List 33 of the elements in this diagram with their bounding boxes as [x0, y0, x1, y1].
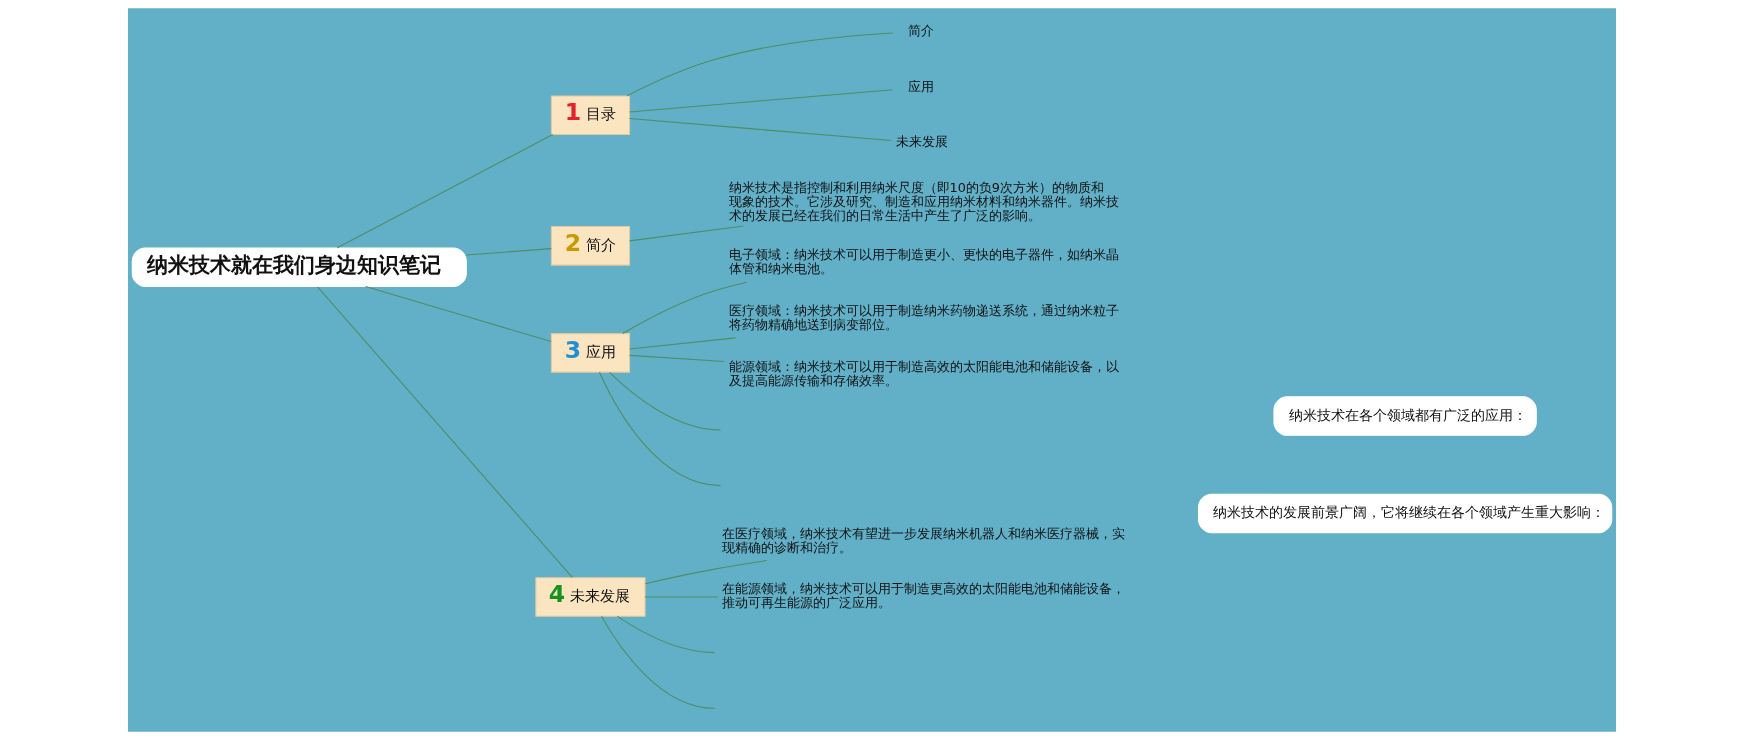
node-text: 简介: [908, 23, 935, 39]
connector: [609, 371, 722, 431]
connector: [336, 133, 554, 249]
connector: [622, 281, 748, 335]
connector: [598, 371, 722, 487]
node-box: 1 目录: [550, 95, 631, 136]
node-box: 3 应用: [550, 333, 631, 373]
node-box: 纳米技术的发展前景广阔，它将继续在各个领域产生重大影响：: [1197, 493, 1613, 534]
node-box: 纳米技术在各个领域都有广泛的应用：: [1273, 396, 1537, 436]
connector: [629, 225, 744, 242]
node-box: 4 未来发展: [535, 577, 646, 617]
connector: [644, 596, 719, 598]
node-text: 医疗领域：纳米技术可以用于制造纳米药物递送系统，通过纳米粒子将药物精确地送到病变部位。: [728, 302, 1119, 332]
connector: [465, 248, 552, 256]
connector: [626, 32, 894, 97]
connector: [616, 615, 716, 654]
connector: [629, 354, 725, 363]
connector: [629, 337, 737, 350]
node-text: 未来发展: [895, 134, 948, 150]
node-box: 纳米技术就在我们身边知识笔记: [131, 247, 467, 288]
connector: [600, 615, 716, 709]
node-text: 能源领域：纳米技术可以用于制造高效的太阳能电池和储能设备，以及提高能源传输和存储效率。: [728, 358, 1119, 388]
connector: [644, 560, 768, 585]
node-text: 在能源领域，纳米技术可以用于制造更高效的太阳能电池和储能设备，推动可再生能源的广泛应用。: [722, 581, 1126, 611]
node-text: 纳米技术是指控制和利用纳米尺度（即10的负9次方米）的物质和现象的技术。它涉及研究、制造和应用纳米材料和纳米器件。纳米技术的发展已经在我们的日常生活中产生了广泛的影响。: [728, 180, 1119, 224]
node-text: 电子领域：纳米技术可以用于制造更小、更快的电子器件，如纳米晶体管和纳米电池。: [728, 247, 1119, 277]
connector: [365, 286, 552, 343]
connector: [629, 117, 892, 142]
node-text: 在医疗领域，纳米技术有望进一步发展纳米机器人和纳米医疗器械，实现精确的诊断和治疗。: [722, 525, 1126, 555]
node-text: 应用: [908, 78, 935, 94]
connector: [317, 286, 573, 578]
node-box: 2 简介: [550, 226, 631, 266]
connector: [629, 89, 894, 113]
